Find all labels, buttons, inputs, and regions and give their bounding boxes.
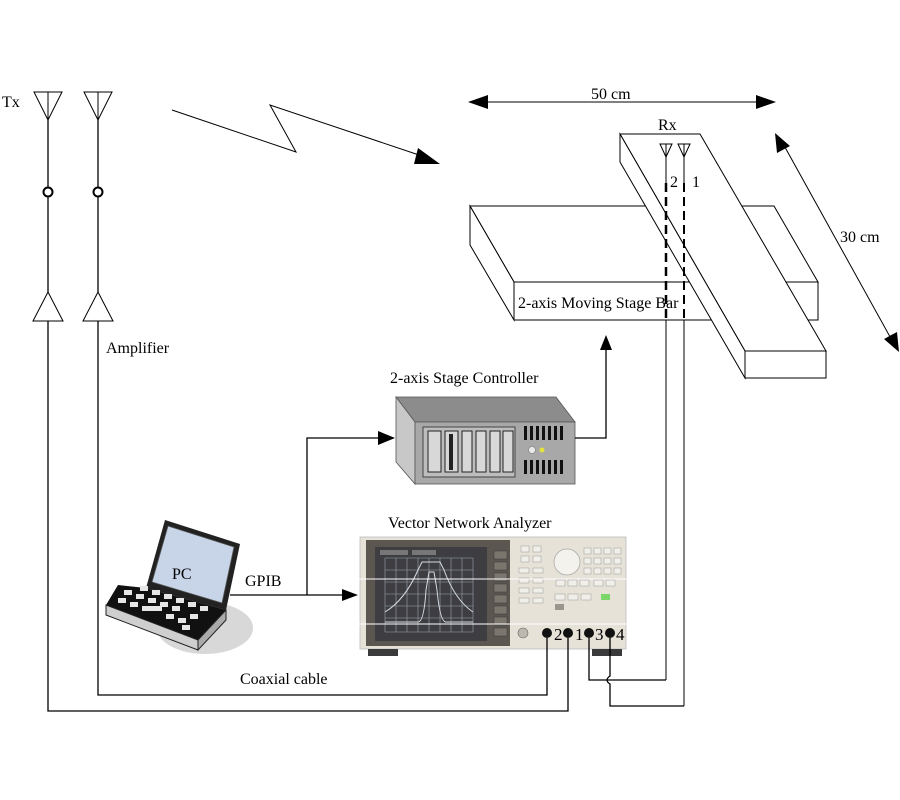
vna-instrument-icon [359, 536, 627, 656]
rx-label: Rx [658, 117, 677, 134]
width-dimension-label: 50 cm [591, 86, 631, 103]
vna-port-3-label: 3 [595, 625, 604, 644]
vna-port-2-label: 2 [554, 625, 563, 644]
stage-controller-label: 2-axis Stage Controller [390, 370, 539, 387]
coaxial-cables: Coaxial cable [47, 321, 684, 712]
tx-antenna-icon [83, 91, 113, 122]
wireless-signal-arrow-icon [171, 104, 440, 164]
gpib-bus: GPIB [230, 431, 395, 601]
rx-antenna-icon [677, 143, 691, 159]
vna-port-2-icon [542, 628, 552, 638]
depth-dimension: 30 cm [775, 133, 899, 352]
rx-antenna-icon [659, 143, 673, 159]
vna-port-1-icon [563, 628, 573, 638]
vna-port-4-icon [605, 628, 615, 638]
stage-bar-diagonal [619, 132, 827, 380]
tx-connector-icon [42, 186, 54, 198]
moving-stage: 2-axis Moving Stage Bar [469, 132, 827, 380]
status-led-icon [539, 447, 545, 453]
coax-label: Coaxial cable [240, 671, 328, 688]
amplifier-icon [32, 290, 64, 322]
pc-label: PC [172, 566, 192, 583]
stage-controller: 2-axis Stage Controller [390, 370, 576, 486]
tx-antenna-icon [33, 91, 63, 122]
vector-network-analyzer: Vector Network Analyzer [356, 515, 640, 656]
vna-label: Vector Network Analyzer [388, 515, 552, 532]
width-dimension: 50 cm [468, 86, 776, 109]
stage-bar-label: 2-axis Moving Stage Bar [518, 295, 679, 312]
amplifier-label: Amplifier [106, 340, 170, 357]
rx-antenna-2-label: 2 [670, 174, 678, 191]
pc-laptop: PC [105, 520, 253, 654]
controller-box-icon [395, 395, 576, 486]
vna-port-3-icon [584, 628, 594, 638]
amplifier-icon [82, 290, 114, 322]
rx-antennas: Rx 2 1 [658, 117, 700, 706]
tx-chain: Tx Amplifier [2, 91, 170, 357]
tx-label: Tx [2, 94, 20, 111]
depth-dimension-label: 30 cm [840, 229, 880, 246]
vna-port-1-label: 1 [575, 625, 584, 644]
rx-antenna-1-label: 1 [692, 174, 700, 191]
gpib-label: GPIB [245, 573, 281, 590]
tx-connector-icon [92, 186, 104, 198]
laptop-icon [105, 520, 240, 652]
vna-port-4-label: 4 [616, 625, 625, 644]
